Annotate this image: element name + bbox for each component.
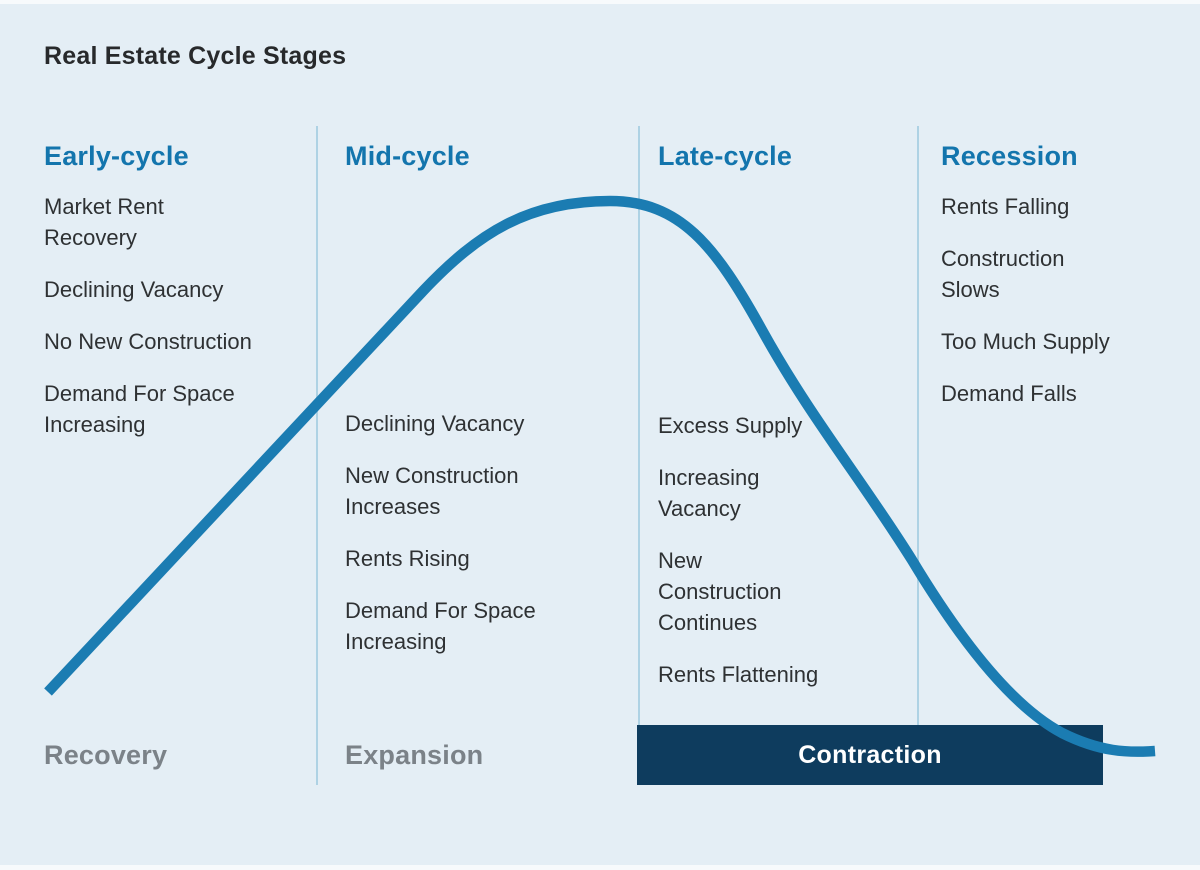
- list-item: No New Construction: [44, 329, 252, 354]
- phase-label-expansion: Expansion: [345, 740, 484, 770]
- list-item: Excess Supply: [658, 413, 803, 438]
- contraction-phase-bar: Contraction: [637, 725, 1103, 785]
- early-cycle-item-list: Market Rent Recovery Declining Vacancy N…: [44, 191, 316, 461]
- recession-item-list: Rents Falling Construction Slows Too Muc…: [941, 191, 1193, 430]
- column-divider-1: [316, 126, 318, 785]
- column-header-early-cycle: Early-cycle: [44, 141, 189, 171]
- list-item: Declining Vacancy: [345, 411, 525, 436]
- list-item: New Construction Increases: [345, 463, 519, 519]
- phase-label-contraction: Contraction: [798, 740, 942, 769]
- top-edge-strip: [0, 0, 1200, 4]
- list-item: New Construction Continues: [658, 548, 782, 635]
- column-header-late-cycle: Late-cycle: [658, 141, 793, 171]
- list-item: Demand Falls: [941, 381, 1077, 406]
- column-divider-2: [638, 126, 640, 785]
- list-item: Declining Vacancy: [44, 277, 224, 302]
- list-item: Market Rent Recovery: [44, 194, 164, 250]
- list-item: Rents Falling: [941, 194, 1070, 219]
- list-item: Increasing Vacancy: [658, 465, 760, 521]
- list-item: Demand For Space Increasing: [345, 598, 536, 654]
- list-item: Demand For Space Increasing: [44, 381, 235, 437]
- page-title: Real Estate Cycle Stages: [44, 42, 347, 70]
- list-item: Construction Slows: [941, 246, 1065, 302]
- column-divider-3: [917, 126, 919, 785]
- list-item: Too Much Supply: [941, 329, 1110, 354]
- bottom-edge-strip: [0, 865, 1200, 870]
- list-item: Rents Rising: [345, 546, 470, 571]
- late-cycle-item-list: Excess Supply Increasing Vacancy New Con…: [658, 410, 908, 711]
- column-header-recession: Recession: [941, 141, 1078, 171]
- column-header-mid-cycle: Mid-cycle: [345, 141, 470, 171]
- phase-label-recovery: Recovery: [44, 740, 168, 770]
- list-item: Rents Flattening: [658, 662, 819, 687]
- mid-cycle-item-list: Declining Vacancy New Construction Incre…: [345, 408, 625, 678]
